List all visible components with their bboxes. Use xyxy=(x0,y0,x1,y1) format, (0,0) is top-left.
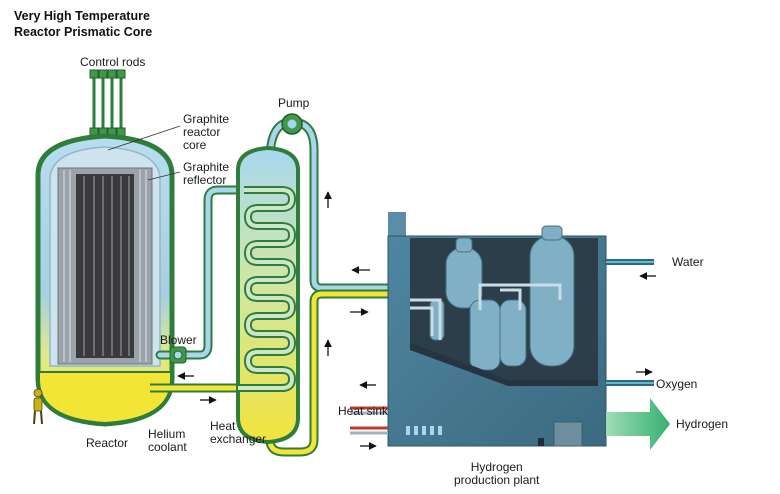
helium-coolant-label: Helium coolant xyxy=(148,428,187,454)
control-rods-label: Control rods xyxy=(80,55,146,69)
water-label: Water xyxy=(672,255,704,269)
person-figure xyxy=(33,388,43,425)
hydrogen-production-plant xyxy=(387,212,607,447)
heat-exchanger-line-2: exchanger xyxy=(210,432,267,446)
flow-arrows xyxy=(177,191,656,450)
heat-sink-label: Heat sink xyxy=(338,404,389,418)
cold-helium-pipe xyxy=(155,185,249,360)
graphite-core-line-1: Graphite xyxy=(183,112,230,126)
heat-sink-lines xyxy=(350,406,388,435)
title-line-1: Very High Temperature xyxy=(14,9,150,23)
title-line-2: Reactor Prismatic Core xyxy=(14,25,153,39)
hydrogen-output-arrow xyxy=(606,398,670,450)
oxygen-label: Oxygen xyxy=(656,377,698,391)
graphite-core-line-3: core xyxy=(183,138,207,152)
leader-lines xyxy=(107,125,181,181)
control-rods xyxy=(92,76,123,132)
heat-exchanger-label: Heat exchanger xyxy=(210,420,266,446)
heat-exchanger xyxy=(236,117,392,457)
hydrogen-plant-line-2: production plant xyxy=(454,473,540,487)
graphite-reflector-line-2: reflector xyxy=(183,173,227,187)
hydrogen-plant-label: Hydrogen production plant xyxy=(454,461,539,487)
helium-coolant-line-2: coolant xyxy=(148,440,187,454)
pump-label: Pump xyxy=(278,96,310,110)
pump xyxy=(281,113,303,135)
blower xyxy=(169,346,187,364)
diagram-title: Very High Temperature Reactor Prismatic … xyxy=(14,8,152,40)
graphite-core-label: Graphite reactor core xyxy=(183,113,229,152)
reactor-vessel xyxy=(35,69,175,427)
graphite-reflector-label: Graphite reflector xyxy=(183,161,229,187)
helium-coolant-line-1: Helium xyxy=(148,427,186,441)
graphite-reflector-line-1: Graphite xyxy=(183,160,230,174)
reactor-label: Reactor xyxy=(86,436,129,450)
blower-label: Blower xyxy=(160,333,197,347)
hydrogen-label: Hydrogen xyxy=(676,417,729,431)
graphite-core-line-2: reactor xyxy=(183,125,221,139)
heat-exchanger-line-1: Heat xyxy=(210,419,236,433)
hydrogen-plant-line-1: Hydrogen xyxy=(470,460,523,474)
